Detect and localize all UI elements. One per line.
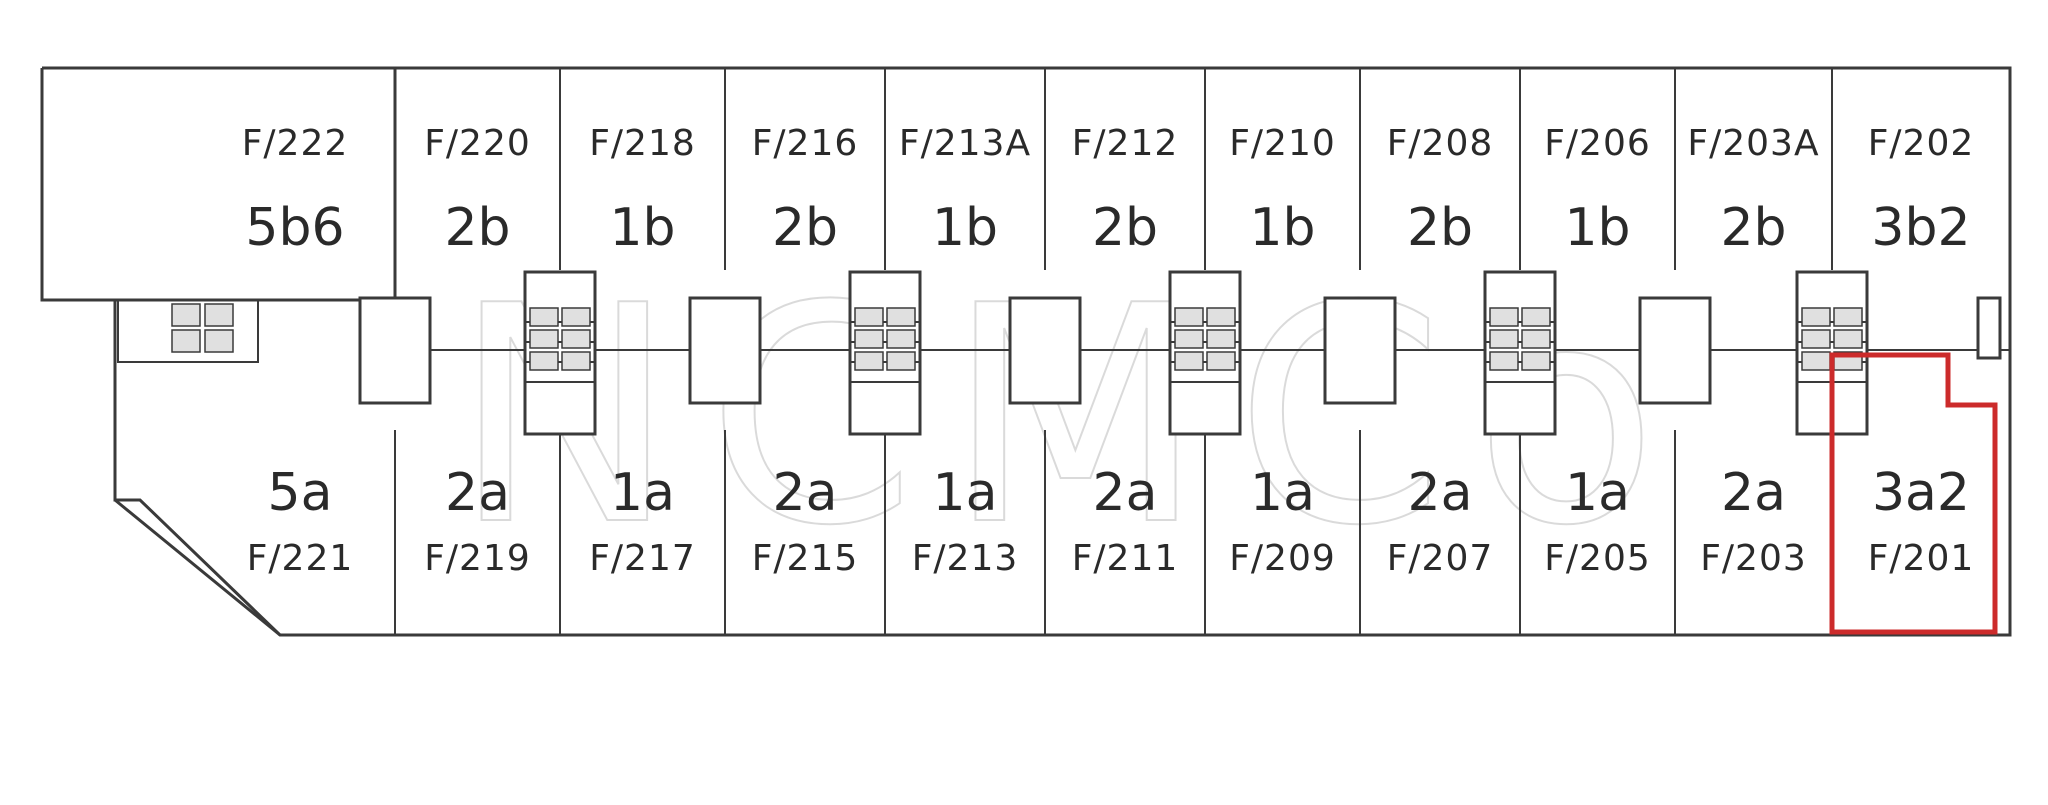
lift-shaft [688,296,762,405]
top-unit[interactable]: F/206 1b [1544,123,1651,258]
bottom-unit[interactable]: 5aF/221 [247,463,354,579]
unit-type: 2a [1721,463,1786,523]
unit-type: 3a2 [1872,463,1970,523]
unit-type: 2b [1720,198,1786,258]
unit-code: F/219 [424,538,531,579]
unit-code: F/203 [1700,538,1807,579]
unit-code: F/220 [424,123,531,164]
bottom-unit[interactable]: 2aF/219 [424,463,531,579]
unit-type: 2b [444,198,510,258]
unit-code: F/203A [1687,123,1819,164]
unit-type: 1a [1250,463,1315,523]
bottom-unit[interactable]: 1aF/209 [1229,463,1336,579]
unit-code: F/221 [247,538,354,579]
lift-shaft [1323,296,1397,405]
unit-type: 2b [1407,198,1473,258]
unit-code: F/207 [1387,538,1494,579]
top-unit[interactable]: F/222 5b6 [242,123,349,258]
bottom-unit[interactable]: 2aF/207 [1387,463,1494,579]
top-unit[interactable]: F/218 1b [589,123,696,258]
unit-type: 1a [610,463,675,523]
bottom-unit[interactable]: 1aF/213 [912,463,1019,579]
stair-core [848,270,922,436]
unit-type: 5a [268,463,333,523]
stair-core [523,270,597,436]
top-unit[interactable]: F/216 2b [752,123,859,258]
lift-shaft [358,296,432,405]
unit-code: F/222 [242,123,349,164]
top-unit[interactable]: F/203A 2b [1687,123,1819,258]
unit-type: 1b [932,198,998,258]
unit-type: 1b [1249,198,1315,258]
bottom-unit[interactable]: 2aF/215 [752,463,859,579]
unit-type: 3b2 [1871,198,1970,258]
unit-code: F/209 [1229,538,1336,579]
bottom-unit[interactable]: 1aF/217 [589,463,696,579]
unit-type: 1a [933,463,998,523]
unit-type: 1b [609,198,675,258]
unit-code: F/213A [899,123,1031,164]
left-service-area [117,299,259,363]
unit-code: F/218 [589,123,696,164]
top-unit[interactable]: F/220 2b [424,123,531,258]
unit-code: F/205 [1544,538,1651,579]
unit-type: 1a [1565,463,1630,523]
stair-core [1483,270,1557,436]
unit-type: 2a [1093,463,1158,523]
highlighted-unit-outline[interactable] [1829,352,1998,635]
unit-code: F/202 [1868,123,1975,164]
unit-type: 2a [773,463,838,523]
unit-type: 2a [1408,463,1473,523]
lift-shaft [1976,296,2002,360]
top-unit[interactable]: F/208 2b [1387,123,1494,258]
top-unit[interactable]: F/212 2b [1072,123,1179,258]
lift-shaft [1008,296,1082,405]
stair-core [1168,270,1242,436]
top-unit[interactable]: F/202 3b2 [1868,123,1975,258]
unit-code: F/217 [589,538,696,579]
unit-code: F/208 [1387,123,1494,164]
bottom-unit-labels: 5aF/221 2aF/219 1aF/217 2aF/215 1aF/213 2aF/2… [247,463,1975,579]
unit-code: F/216 [752,123,859,164]
top-unit[interactable]: F/213A 1b [899,123,1031,258]
unit-code: F/215 [752,538,859,579]
lift-shaft [1638,296,1712,405]
unit-type: 2a [445,463,510,523]
unit-type: 1b [1564,198,1630,258]
bottom-unit[interactable]: 2aF/211 [1072,463,1179,579]
unit-code: F/211 [1072,538,1179,579]
unit-code: F/212 [1072,123,1179,164]
unit-code: F/213 [912,538,1019,579]
top-unit[interactable]: F/210 1b [1229,123,1336,258]
top-unit-labels: F/2225b6F/2202bF/2181bF/2162bF/213A1bF/2… [242,123,1975,258]
unit-type: 5b6 [245,198,344,258]
bottom-unit[interactable]: 1aF/205 [1544,463,1651,579]
unit-code: F/210 [1229,123,1336,164]
unit-type: 2b [772,198,838,258]
unit-code: F/206 [1544,123,1651,164]
bottom-unit[interactable]: 2aF/203 [1700,463,1807,579]
unit-code: F/201 [1868,538,1975,579]
service-cores [358,270,2002,436]
unit-type: 2b [1092,198,1158,258]
